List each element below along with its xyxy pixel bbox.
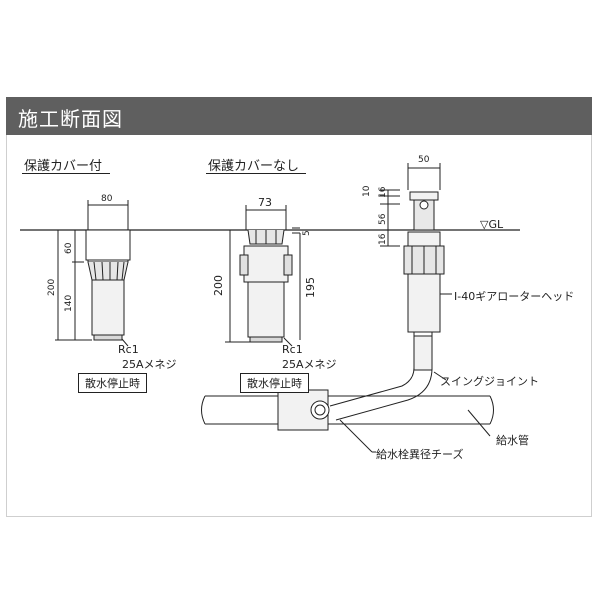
right-width-dim: 50 [418, 155, 430, 165]
ground-level-label: ▽GL [480, 218, 504, 231]
middle-width-dim: 73 [258, 196, 272, 209]
middle-thread-1: Rc1 [282, 343, 303, 356]
middle-thread-2: 25Aメネジ [282, 358, 337, 371]
heading-without-cover: 保護カバーなし [208, 159, 300, 174]
swing-joint-label: スイングジョイント [440, 375, 539, 388]
middle-sprinkler [239, 229, 293, 343]
left-body [91, 279, 125, 336]
left-thread-2: 25Aメネジ [122, 358, 177, 371]
right-dim-b: 16 [378, 186, 388, 198]
head-label: I-40ギアローターヘッド [454, 290, 575, 303]
left-width-dim: 80 [101, 194, 113, 204]
middle-top-dim: 5 [302, 230, 312, 236]
right-dim-d: 16 [378, 233, 388, 245]
supply-pipe-label: 給水管 [496, 434, 529, 447]
left-thread-1: Rc1 [118, 343, 139, 356]
left-caption: 散水停止時 [78, 373, 147, 393]
page-title: 施工断面図 [18, 107, 123, 131]
title-bar: 施工断面図 [6, 97, 592, 135]
middle-caption: 散水停止時 [240, 373, 309, 393]
right-dim-c: 56 [378, 213, 388, 225]
reducing-tee-label: 給水栓異径チーズ [376, 448, 464, 461]
heading-without-cover-underline [206, 173, 306, 174]
right-body [407, 273, 441, 333]
heading-with-cover-underline [22, 173, 110, 174]
left-total-dim: 200 [47, 278, 57, 296]
heading-with-cover: 保護カバー付 [24, 159, 103, 174]
left-lower-dim: 140 [64, 294, 74, 312]
left-top-dim: 60 [64, 242, 74, 254]
right-assembly [201, 191, 494, 431]
right-dim-a: 10 [362, 185, 372, 197]
middle-total-dim: 200 [212, 275, 225, 296]
middle-body [247, 281, 285, 338]
middle-body-dim: 195 [304, 277, 317, 298]
left-sprinkler [85, 229, 131, 341]
